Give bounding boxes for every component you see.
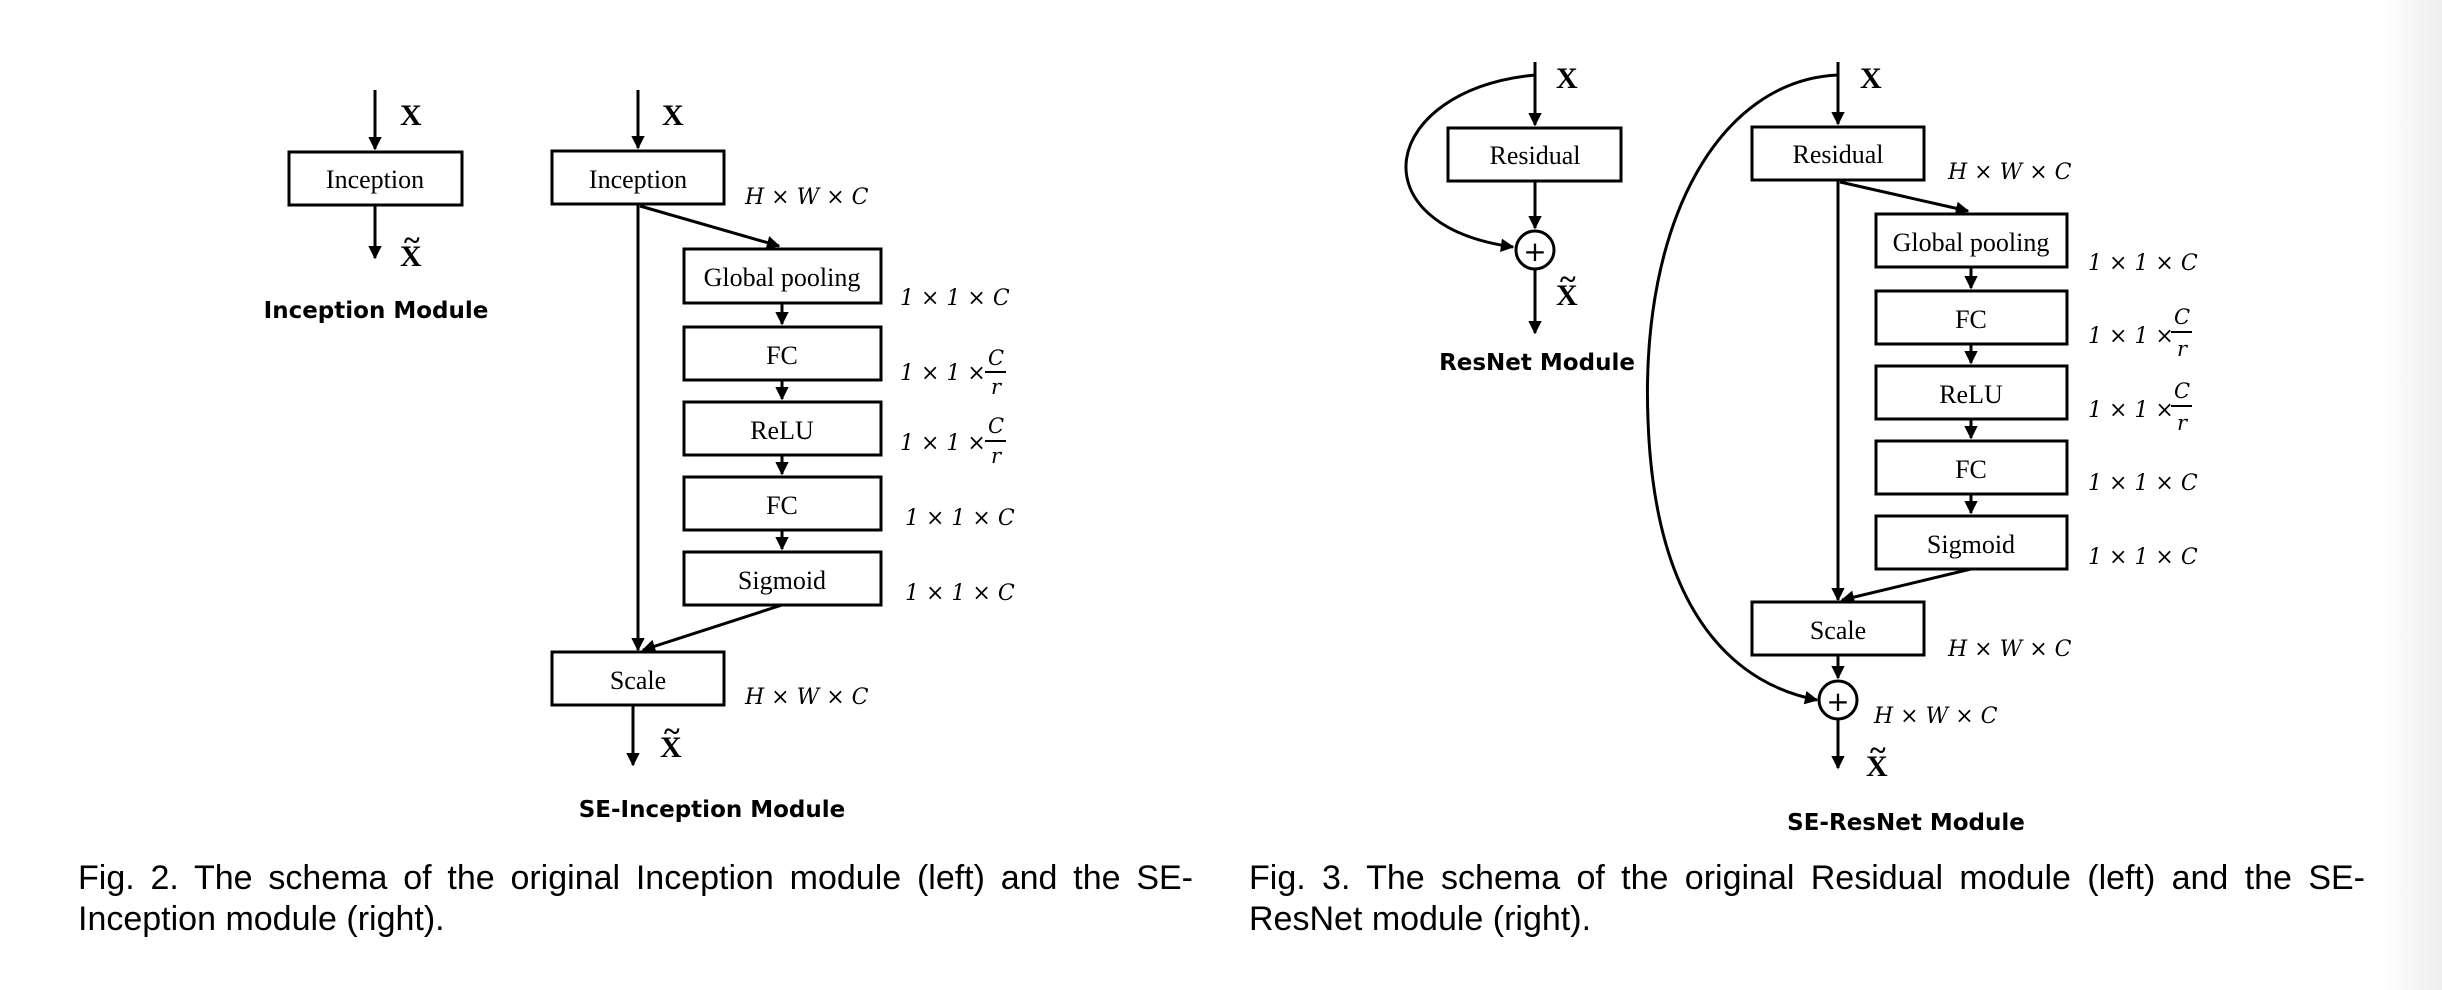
fc1-dim-denominator: r — [2177, 337, 2189, 361]
scale-label: Scale — [1810, 616, 1866, 645]
output-x-label: X — [1866, 750, 1888, 783]
relu-dim-prefix: 1 × 1 × — [900, 431, 986, 456]
sum-symbol: + — [1826, 685, 1849, 718]
inception-dim: H × W × C — [744, 185, 869, 210]
scale-dim: H × W × C — [1947, 637, 2072, 662]
output-tilde: ~ — [664, 715, 680, 748]
scale-dim: H × W × C — [744, 685, 869, 710]
inception-module: X Inception X ~ Inception Module — [264, 90, 489, 324]
fc1-block — [1874, 289, 2069, 346]
inception-block-label: Inception — [326, 165, 424, 194]
se-inception-module: X Inception H × W × C Global pooling 1 ×… — [550, 90, 1015, 823]
output-tilde: ~ — [404, 224, 420, 257]
residual-dim: H × W × C — [1947, 160, 2072, 185]
relu-dim-numerator: C — [988, 414, 1004, 438]
input-x-label: X — [1556, 62, 1578, 95]
relu-dim-denominator: r — [991, 444, 1003, 468]
input-x-label: X — [1860, 62, 1882, 95]
scale-label: Scale — [610, 666, 666, 695]
fc2-label: FC — [1955, 455, 1987, 484]
fc1-label: FC — [1955, 305, 1987, 334]
fc1-dim-prefix: 1 × 1 × — [2088, 324, 2174, 349]
sigmoid-dim: 1 × 1 × C — [905, 581, 1015, 606]
global-pooling-label: Global pooling — [704, 263, 861, 292]
figure-3-caption: Fig. 3. The schema of the original Resid… — [1249, 859, 2365, 938]
sigmoid-to-scale-arrow — [641, 603, 783, 653]
module-title: SE-Inception Module — [579, 797, 846, 823]
sigmoid-block — [682, 550, 883, 607]
global-pooling-dim: 1 × 1 × C — [900, 286, 1010, 311]
sigmoid-to-scale-arrow — [1840, 567, 1972, 604]
global-pooling-label: Global pooling — [1893, 228, 2050, 257]
relu-label: ReLU — [1939, 380, 2003, 409]
sigmoid-block — [1874, 514, 2069, 571]
fc2-label: FC — [766, 491, 798, 520]
sum-symbol: + — [1523, 235, 1546, 268]
branch-arrow — [639, 204, 781, 250]
fc1-dim-prefix: 1 × 1 × — [900, 361, 986, 386]
output-tilde: ~ — [1560, 263, 1576, 296]
residual-block — [1446, 126, 1623, 183]
output-x-label: X — [1556, 279, 1578, 312]
residual-block-label: Residual — [1490, 141, 1581, 170]
global-pooling-dim: 1 × 1 × C — [2088, 251, 2198, 276]
module-title: ResNet Module — [1439, 350, 1635, 376]
relu-dim-prefix: 1 × 1 × — [2088, 398, 2174, 423]
relu-dim-numerator: C — [2174, 379, 2190, 403]
fc1-dim-denominator: r — [991, 375, 1003, 399]
output-x-label: X — [660, 731, 682, 764]
residual-block-label: Residual — [1793, 140, 1884, 169]
module-title: SE-ResNet Module — [1787, 810, 2025, 836]
se-resnet-module: X Residual H × W × C Global pooling 1 × … — [1645, 62, 2198, 836]
figure-2-caption: Fig. 2. The schema of the original Incep… — [78, 859, 1193, 938]
scale-block — [1750, 600, 1926, 657]
fc1-block — [682, 325, 883, 382]
page-edge-shadow — [2382, 0, 2442, 990]
global-pooling-block — [682, 247, 883, 305]
branch-arrow — [1839, 180, 1970, 215]
fc1-dim-numerator: C — [988, 346, 1004, 370]
output-x-label: X — [400, 240, 422, 273]
input-x-label: X — [662, 99, 684, 132]
inception-block — [550, 149, 726, 206]
relu-dim-denominator: r — [2177, 411, 2189, 435]
fc2-dim: 1 × 1 × C — [2088, 471, 2198, 496]
output-tilde: ~ — [1870, 734, 1886, 767]
skip-connection — [1645, 73, 1839, 705]
residual-block — [1750, 125, 1926, 182]
sum-dim: H × W × C — [1873, 704, 1998, 729]
fc2-dim: 1 × 1 × C — [905, 506, 1015, 531]
inception-block-label: Inception — [589, 165, 687, 194]
sigmoid-label: Sigmoid — [738, 566, 826, 595]
sigmoid-dim: 1 × 1 × C — [2088, 545, 2198, 570]
resnet-module: X Residual + X ~ ResNet Module — [1404, 62, 1635, 376]
sigmoid-label: Sigmoid — [1927, 530, 2015, 559]
fc1-dim-numerator: C — [2174, 305, 2190, 329]
relu-label: ReLU — [750, 416, 814, 445]
fc1-label: FC — [766, 341, 798, 370]
input-x-label: X — [400, 99, 422, 132]
skip-connection — [1404, 73, 1536, 252]
scale-block — [550, 650, 726, 707]
module-title: Inception Module — [264, 298, 489, 324]
